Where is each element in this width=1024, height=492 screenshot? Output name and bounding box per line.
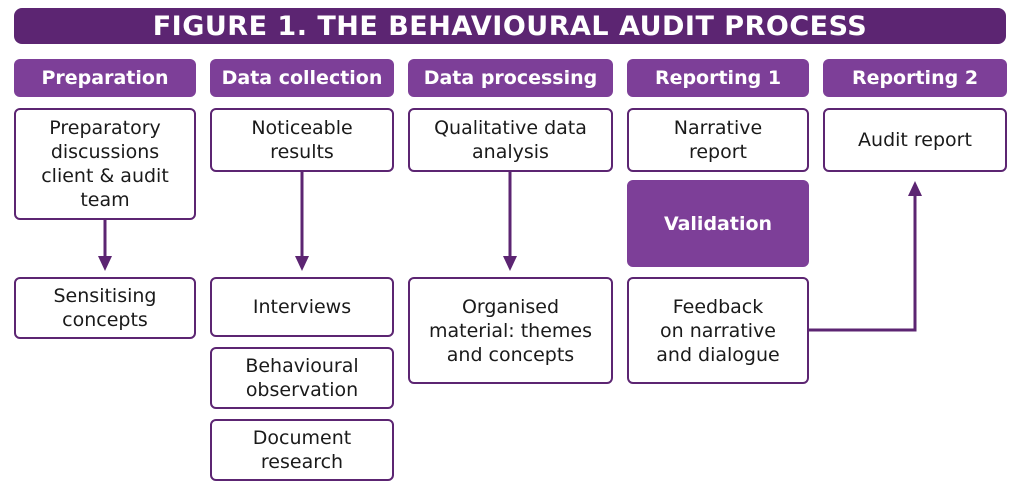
arrowhead-preparation [98, 256, 112, 271]
column-header-data-processing: Data processing [408, 59, 613, 97]
step-noticeable-results: Noticeable results [210, 108, 394, 172]
step-behavioural-observation: Behavioural observation [210, 347, 394, 409]
figure-title: FIGURE 1. THE BEHAVIOURAL AUDIT PROCESS [14, 8, 1006, 44]
column-header-reporting-2: Reporting 2 [823, 59, 1007, 97]
arrowhead-data-collection [295, 256, 309, 271]
column-header-data-collection: Data collection [210, 59, 394, 97]
step-document-research: Document research [210, 419, 394, 481]
step-preparatory-discussions: Preparatory discussions client & audit t… [14, 108, 196, 220]
column-header-reporting-1: Reporting 1 [627, 59, 809, 97]
step-qualitative-data-analysis: Qualitative data analysis [408, 108, 613, 172]
step-validation: Validation [627, 180, 809, 267]
arrow-feedback-to-audit-report [809, 196, 917, 332]
step-interviews: Interviews [210, 277, 394, 337]
step-organised-material: Organised material: themes and concepts [408, 277, 613, 384]
column-header-preparation: Preparation [14, 59, 196, 97]
step-audit-report: Audit report [823, 108, 1007, 172]
arrowhead-data-processing [503, 256, 517, 271]
arrowhead-audit-report [908, 181, 922, 196]
step-narrative-report: Narrative report [627, 108, 809, 172]
step-feedback-on-narrative: Feedback on narrative and dialogue [627, 277, 809, 384]
step-sensitising-concepts: Sensitising concepts [14, 277, 196, 339]
